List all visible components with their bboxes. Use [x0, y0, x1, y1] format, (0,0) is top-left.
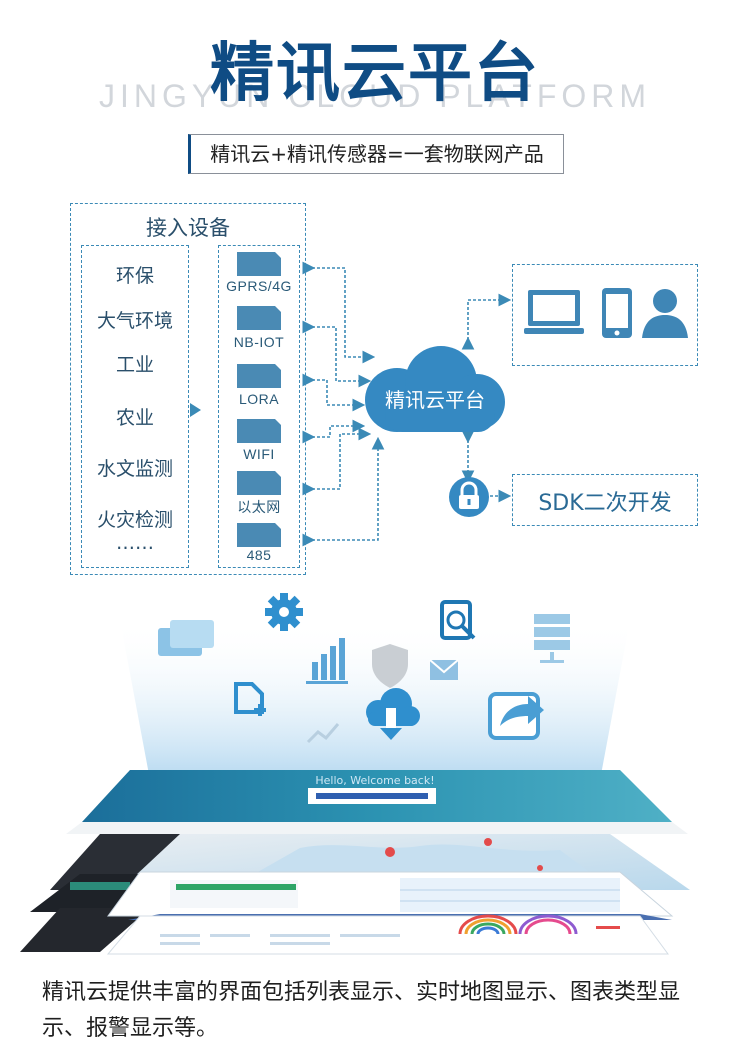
lock-icon [449, 477, 489, 517]
user-icon [642, 289, 688, 338]
cloud-icon [365, 346, 505, 432]
devices-box [218, 245, 300, 568]
device-module-icon [237, 471, 281, 495]
device-module-icon [237, 523, 281, 547]
industry-item: 环保 [115, 265, 154, 287]
device-module-icon [237, 252, 281, 276]
document-search-icon [440, 600, 476, 640]
device-module-icon [237, 306, 281, 330]
device-label: WIFI [243, 446, 275, 462]
gear-icon [265, 593, 303, 631]
industry-item: 农业 [115, 407, 154, 429]
tagline: 精讯云+精讯传感器=一套物联网产品 [188, 134, 564, 174]
welcome-text: Hello, Welcome back! [315, 774, 434, 787]
device-module-icon [237, 364, 281, 388]
connector-lines [302, 261, 512, 547]
clients-box [512, 264, 698, 366]
device-module-icon [237, 419, 281, 443]
arrow-right-icon [190, 403, 201, 417]
sdk-label: SDK二次开发 [538, 491, 672, 516]
industry-item: 火灾检测 [96, 509, 173, 531]
industry-item: 工业 [115, 354, 154, 376]
device-label: 以太网 [237, 499, 281, 515]
cloud-download-icon [366, 688, 420, 740]
phone-icon [602, 288, 632, 338]
device-label: NB-IOT [233, 334, 285, 350]
ui-layers-illustration: Hello, Welcome back! [20, 593, 690, 955]
industry-item: …… [116, 532, 154, 554]
cloud-label: 精讯云平台 [385, 388, 485, 412]
access-devices-title: 接入设备 [146, 216, 230, 240]
device-label: GPRS/4G [226, 278, 292, 294]
trend-icon [306, 723, 340, 744]
shield-icon [372, 644, 408, 688]
sdk-box [512, 474, 698, 526]
mail-icon [429, 659, 459, 680]
share-icon [488, 692, 544, 740]
industry-item: 大气环境 [96, 310, 173, 332]
device-list: GPRS/4G NB-IOT LORA WIFI 以太网 485 [213, 245, 305, 568]
page-title: 精讯云平台 [210, 37, 540, 111]
device-label: LORA [238, 391, 280, 407]
industries-box [81, 245, 189, 568]
subtitle: JINGYUN CLOUD PLATFORM [98, 78, 652, 114]
bar-chart-icon [306, 638, 348, 684]
footer-description: 精讯云提供丰富的界面包括列表显示、实时地图显示、图表类型显示、报警显示等。 [42, 980, 681, 1041]
industry-item: 水文监测 [96, 458, 173, 480]
desktop-icon [524, 290, 584, 334]
server-icon [534, 614, 570, 663]
folders-icon [158, 620, 214, 656]
device-label: 485 [246, 547, 272, 563]
add-file-icon [234, 682, 266, 716]
